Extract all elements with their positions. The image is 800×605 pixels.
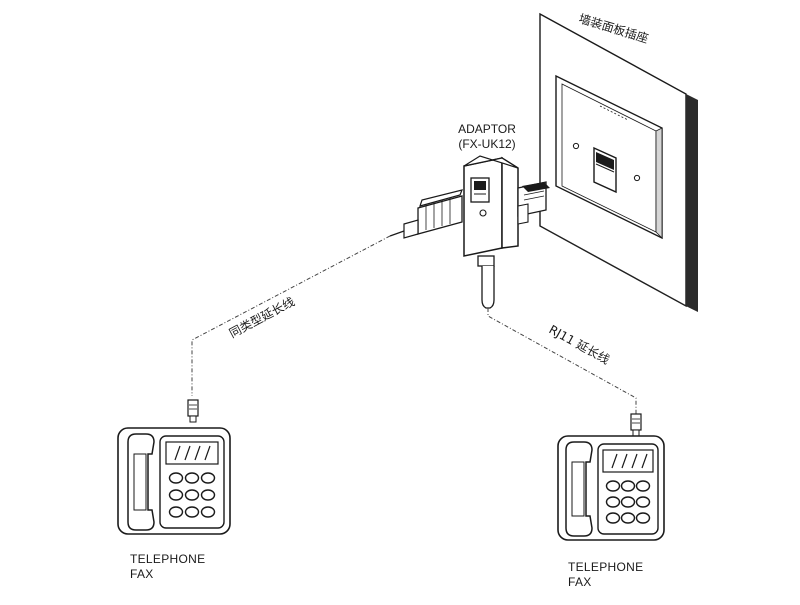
wall-plate: [539, 12, 698, 312]
telephone-right-line1: TELEPHONE: [568, 560, 644, 574]
rj11-plug-icon: [630, 413, 642, 437]
extension-cable-left: [191, 235, 391, 396]
extension-right-label: RJ11 延长线: [547, 322, 612, 367]
wall-socket-icon: [555, 74, 663, 240]
extension-cable-right: [487, 308, 637, 414]
telephone-left-label: TELEPHONE FAX: [130, 552, 205, 582]
telephone-icon: [557, 435, 665, 541]
telephone-left-line2: FAX: [130, 567, 154, 581]
telephone-right-label: TELEPHONE FAX: [568, 560, 643, 590]
rj11-plug-icon: [389, 189, 463, 239]
adaptor-wall-plug-icon: [517, 181, 550, 225]
extension-left-label: 同类型延长线: [227, 294, 297, 340]
adaptor-name: ADAPTOR: [458, 122, 516, 136]
telephone-left-line1: TELEPHONE: [130, 552, 206, 566]
adaptor-label: ADAPTOR (FX-UK12): [452, 122, 522, 152]
adaptor-model: (FX-UK12): [458, 137, 516, 151]
telephone-icon: [117, 427, 231, 535]
rj11-plug-icon: [187, 399, 199, 423]
telephone-left: [117, 427, 231, 535]
adaptor-icon: [463, 155, 550, 309]
telephone-right-line2: FAX: [568, 575, 592, 589]
telephone-right: [557, 435, 665, 541]
